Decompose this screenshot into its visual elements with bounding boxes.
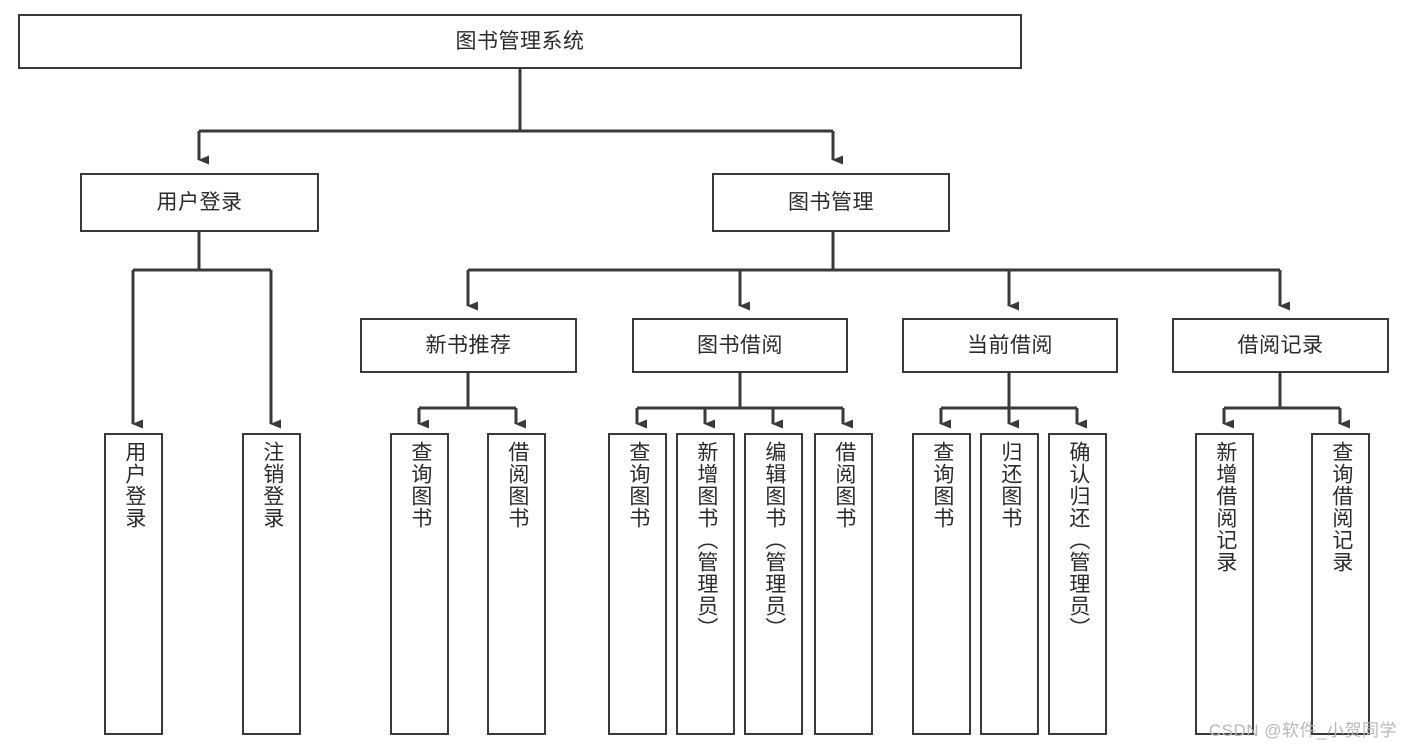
node-book-borrow-label: 图书借阅 (697, 333, 783, 357)
node-book-manage-label: 图书管理 (788, 190, 874, 214)
node-leaf-user-login-label: 用户登录 (122, 441, 146, 529)
watermark: CSDN @软件_小贺同学 (1208, 721, 1397, 740)
node-leaf-query-book-2-label: 查询图书 (626, 441, 650, 529)
node-user-login[interactable]: 用户登录 (80, 173, 319, 232)
node-current-borrow[interactable]: 当前借阅 (902, 318, 1118, 373)
node-leaf-logout[interactable]: 注销登录 (242, 433, 301, 735)
node-leaf-return-book-label: 归还图书 (998, 441, 1022, 529)
node-root-label: 图书管理系统 (455, 29, 585, 53)
node-leaf-add-record-label: 新增借阅记录 (1213, 441, 1237, 573)
node-current-borrow-label: 当前借阅 (967, 333, 1053, 357)
node-leaf-query-book-3[interactable]: 查询图书 (912, 433, 971, 735)
node-leaf-user-login[interactable]: 用户登录 (104, 433, 163, 735)
node-root[interactable]: 图书管理系统 (18, 14, 1022, 69)
node-leaf-borrow-book-1[interactable]: 借阅图书 (487, 433, 546, 735)
node-leaf-query-book-1[interactable]: 查询图书 (390, 433, 449, 735)
node-book-manage[interactable]: 图书管理 (712, 173, 950, 232)
node-new-book-rec[interactable]: 新书推荐 (360, 318, 577, 373)
node-leaf-confirm-return[interactable]: 确认归还（管理员） (1048, 433, 1107, 735)
node-leaf-borrow-book-2-label: 借阅图书 (832, 441, 856, 529)
node-leaf-query-book-1-label: 查询图书 (408, 441, 432, 529)
node-leaf-add-record[interactable]: 新增借阅记录 (1195, 433, 1254, 735)
node-leaf-query-record[interactable]: 查询借阅记录 (1311, 433, 1370, 735)
node-user-login-label: 用户登录 (156, 190, 243, 214)
node-borrow-record-label: 借阅记录 (1237, 333, 1324, 357)
node-borrow-record[interactable]: 借阅记录 (1172, 318, 1389, 373)
node-leaf-confirm-return-label: 确认归还（管理员） (1066, 441, 1090, 639)
node-leaf-add-book-label: 新增图书（管理员） (694, 441, 718, 639)
node-book-borrow[interactable]: 图书借阅 (632, 318, 848, 373)
node-leaf-logout-label: 注销登录 (260, 441, 284, 529)
node-leaf-query-record-label: 查询借阅记录 (1329, 441, 1353, 573)
node-leaf-edit-book[interactable]: 编辑图书（管理员） (744, 433, 803, 735)
node-leaf-edit-book-label: 编辑图书（管理员） (762, 441, 786, 639)
node-leaf-query-book-3-label: 查询图书 (930, 441, 954, 529)
node-leaf-return-book[interactable]: 归还图书 (980, 433, 1039, 735)
node-leaf-borrow-book-1-label: 借阅图书 (505, 441, 529, 529)
node-new-book-rec-label: 新书推荐 (425, 333, 512, 357)
node-leaf-query-book-2[interactable]: 查询图书 (608, 433, 667, 735)
node-leaf-borrow-book-2[interactable]: 借阅图书 (814, 433, 873, 735)
node-leaf-add-book[interactable]: 新增图书（管理员） (676, 433, 735, 735)
